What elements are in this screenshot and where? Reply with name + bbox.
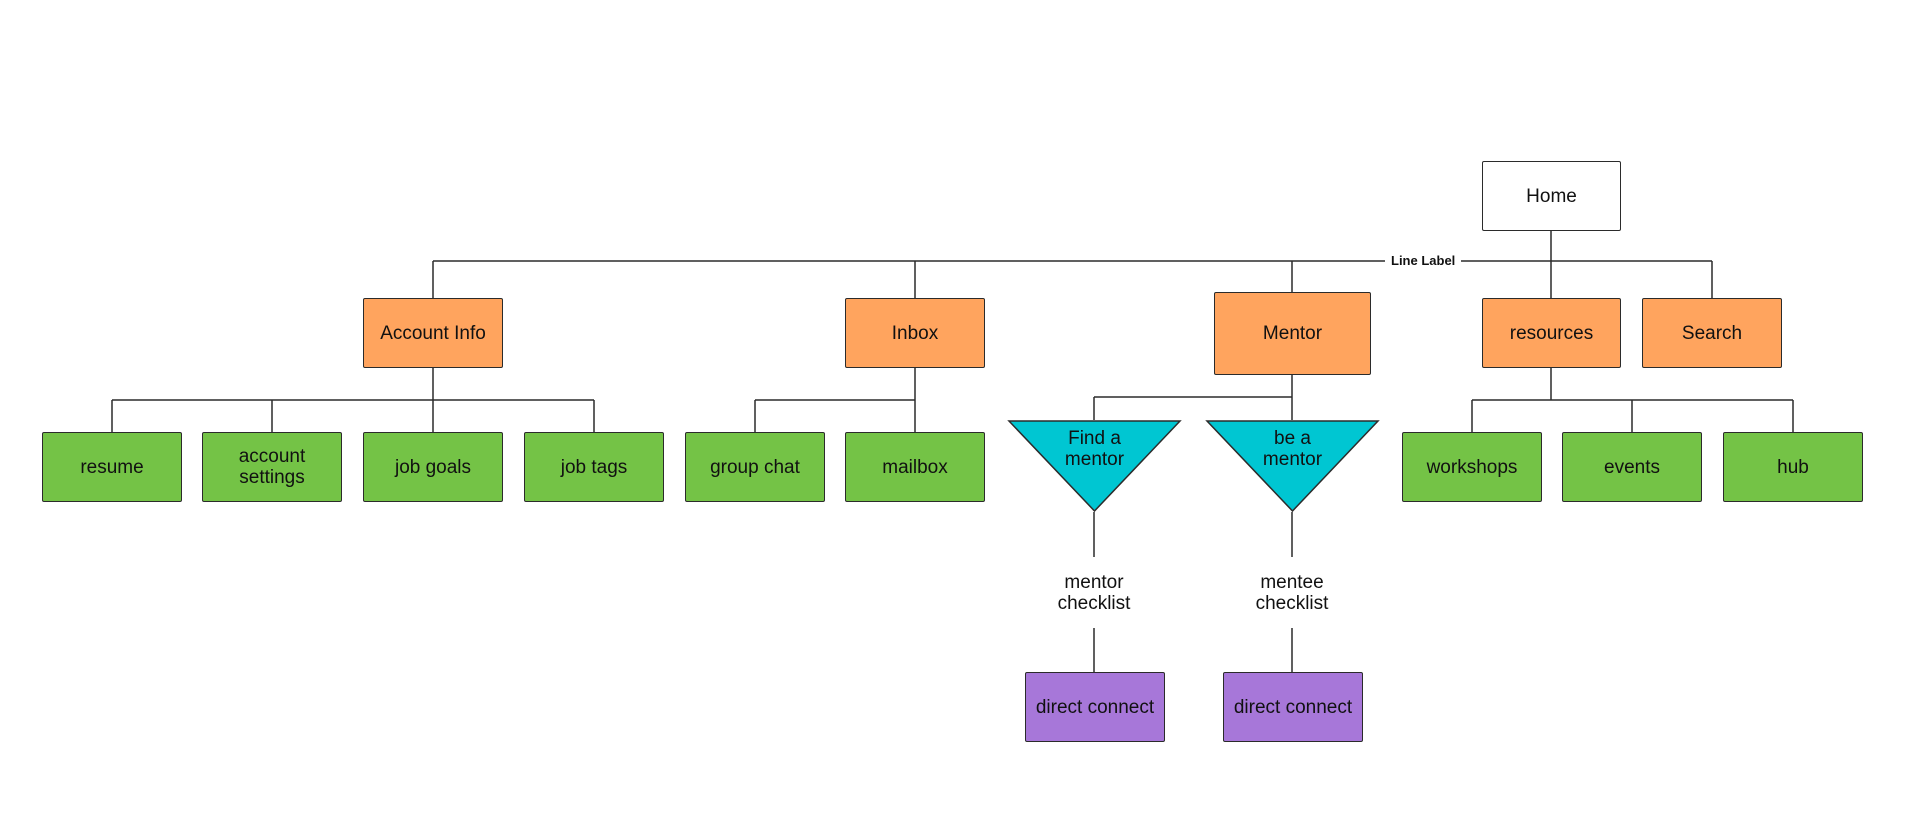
node-inbox[interactable]: Inbox [845,298,985,368]
node-job-goals-label: job goals [394,456,472,478]
node-workshops-label: workshops [1426,456,1518,478]
node-search[interactable]: Search [1642,298,1782,368]
node-group-chat[interactable]: group chat [685,432,825,502]
triangle-shape [1205,420,1380,513]
node-hub[interactable]: hub [1723,432,1863,502]
node-resume-label: resume [80,456,144,478]
node-job-goals[interactable]: job goals [363,432,503,502]
node-be-a-mentor[interactable]: be a mentor [1205,420,1380,513]
triangle-shape [1007,420,1182,513]
node-direct-connect-mentee[interactable]: direct connect [1223,672,1363,742]
node-mentor-label: Mentor [1262,323,1323,344]
node-home[interactable]: Home [1482,161,1621,231]
node-resources-label: resources [1509,322,1594,344]
node-be-a-mentor-label: be a mentor [1262,428,1323,470]
node-resources[interactable]: resources [1482,298,1621,368]
line-label: Line Label [1385,253,1462,269]
node-hub-label: hub [1777,456,1809,478]
node-inbox-label: Inbox [891,322,939,344]
node-workshops[interactable]: workshops [1402,432,1542,502]
node-mentee-checklist[interactable]: mentee checklist [1255,572,1329,614]
node-home-label: Home [1526,185,1577,207]
node-account-info[interactable]: Account Info [363,298,503,368]
node-mailbox[interactable]: mailbox [845,432,985,502]
node-job-tags-label: job tags [560,456,628,478]
node-direct-connect-mentor[interactable]: direct connect [1025,672,1165,742]
node-job-tags[interactable]: job tags [524,432,664,502]
node-account-settings[interactable]: account settings [202,432,342,502]
node-account-info-label: Account Info [380,322,486,344]
node-mentor-checklist[interactable]: mentor checklist [1057,572,1131,614]
node-mentor[interactable]: Mentor [1214,292,1371,375]
node-find-a-mentor[interactable]: Find a mentor [1007,420,1182,513]
node-events[interactable]: events [1562,432,1702,502]
node-resume[interactable]: resume [42,432,182,502]
node-group-chat-label: group chat [710,456,800,478]
node-mailbox-label: mailbox [882,456,948,478]
node-find-a-mentor-label: Find a mentor [1064,428,1125,470]
node-events-label: events [1604,456,1660,478]
node-search-label: Search [1681,322,1743,344]
node-direct-connect-label: direct connect [1035,696,1155,718]
node-account-settings-label: account settings [238,446,306,488]
node-direct-connect-label: direct connect [1233,696,1353,718]
